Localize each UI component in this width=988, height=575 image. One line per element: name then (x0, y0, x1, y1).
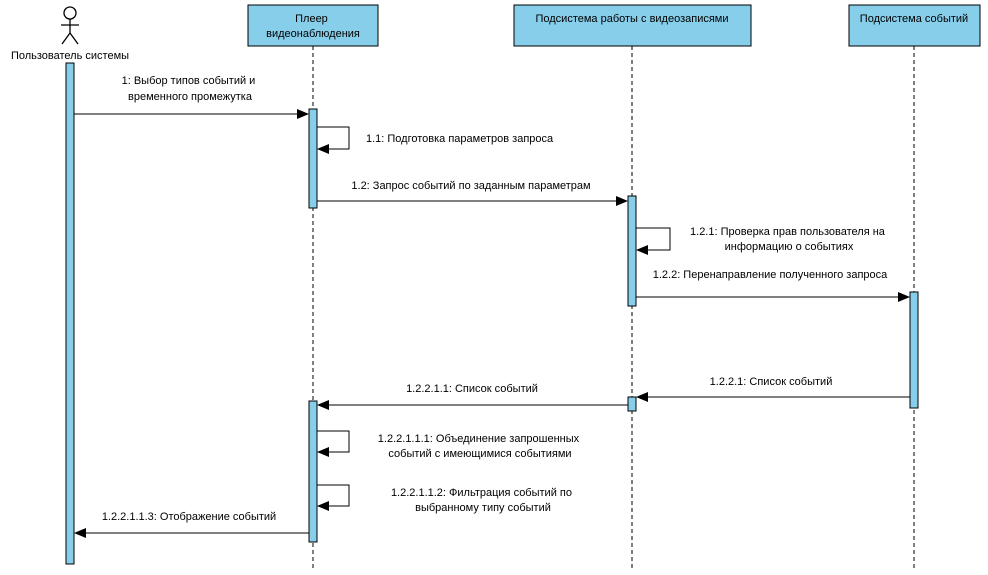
message-1-2-2-1-1-2-label: 1.2.2.1.1.2: Фильтрация событий по выбра… (391, 487, 575, 514)
message-1-2-2-1-1-1-arrowhead (317, 447, 329, 457)
message-1-2-2-1-1-1-label: 1.2.2.1.1.1: Объединение запрошенных соб… (378, 433, 582, 460)
message-1-2-2-1-1-label: 1.2.2.1.1: Список событий (406, 383, 538, 395)
message-1-2: 1.2: Запрос событий по заданным параметр… (317, 180, 628, 206)
message-1-2-1-arrowhead (636, 245, 648, 255)
message-1-1: 1.1: Подготовка параметров запроса (317, 126, 554, 154)
message-1-1-label: 1.1: Подготовка параметров запроса (366, 133, 554, 145)
participant-events[interactable]: Подсистема событий (848, 4, 981, 47)
message-1-2-2-1-1-2: 1.2.2.1.1.2: Фильтрация событий по выбра… (317, 484, 575, 514)
actor-left-leg (61, 32, 71, 45)
message-1-2-2-1-arrowhead (636, 392, 648, 402)
message-1-2-2-1-1-1: 1.2.2.1.1.1: Объединение запрошенных соб… (317, 430, 582, 460)
participant-player[interactable]: Плеер видеонаблюдения (247, 4, 379, 47)
message-1-2-2-1-1-2-line (317, 484, 350, 507)
actor-right-leg (69, 32, 79, 45)
message-1-2-2-1-1-arrowhead (317, 400, 329, 410)
participant-video-title: Подсистема работы с видеозаписями (535, 13, 728, 25)
message-1-2-2-1-1: 1.2.2.1.1: Список событий (317, 383, 628, 410)
message-1-2-1-line (636, 227, 671, 251)
participant-events-line-1: Подсистема событий (860, 13, 968, 25)
message-1-2-1-label: 1.2.1: Проверка прав пользователя на инф… (690, 226, 888, 253)
message-1-1-arrowhead (317, 144, 329, 154)
message-1-2-2-label: 1.2.2: Перенаправление полученного запро… (653, 269, 888, 281)
actor-label: Пользователь системы (11, 50, 129, 62)
message-1-label: 1: Выбор типов событий и временного пром… (122, 75, 259, 103)
message-1-2-2-1: 1.2.2.1: Список событий (636, 376, 910, 402)
message-1-2-2-1-1-3: 1.2.2.1.1.3: Отображение событий (74, 511, 309, 538)
message-1-2-label: 1.2: Запрос событий по заданным параметр… (351, 180, 590, 192)
activation-player-2 (308, 400, 318, 543)
message-1-2-2-1-1-2-arrowhead (317, 501, 329, 511)
message-1-2-2-1-1-3-arrowhead (74, 528, 86, 538)
participant-events-box (848, 4, 981, 47)
activation-events (909, 291, 919, 409)
activation-user (65, 62, 75, 565)
message-1-1-line (317, 126, 350, 150)
message-1: 1: Выбор типов событий и временного пром… (74, 75, 309, 119)
participant-video[interactable]: Подсистема работы с видеозаписями (513, 4, 752, 47)
actor-head (63, 6, 77, 20)
message-1-2-1: 1.2.1: Проверка прав пользователя на инф… (636, 226, 888, 255)
message-1-2-2-arrowhead (898, 292, 910, 302)
participant-video-box (513, 4, 752, 47)
participant-player-line-2: видеонаблюдения (266, 28, 360, 40)
message-1-2-arrowhead (616, 196, 628, 206)
participant-player-title: Плеер видеонаблюдения (266, 13, 360, 40)
activation-video-2 (627, 396, 637, 412)
message-1-2-2-1-1-1-line (317, 430, 350, 453)
participant-player-box (247, 4, 379, 47)
message-1-arrowhead (297, 109, 309, 119)
participant-events-title: Подсистема событий (860, 13, 968, 25)
activation-video-1 (627, 195, 637, 307)
activation-player-1 (308, 108, 318, 209)
message-1-2-2: 1.2.2: Перенаправление полученного запро… (636, 269, 910, 302)
message-1-2-2-1-label: 1.2.2.1: Список событий (710, 376, 833, 388)
message-1-2-2-1-1-3-label: 1.2.2.1.1.3: Отображение событий (102, 511, 276, 523)
participant-video-line-1: Подсистема работы с видеозаписями (535, 13, 728, 25)
actor-user[interactable]: Пользователь системы (11, 6, 129, 62)
participant-player-line-1: Плеер (295, 13, 328, 25)
